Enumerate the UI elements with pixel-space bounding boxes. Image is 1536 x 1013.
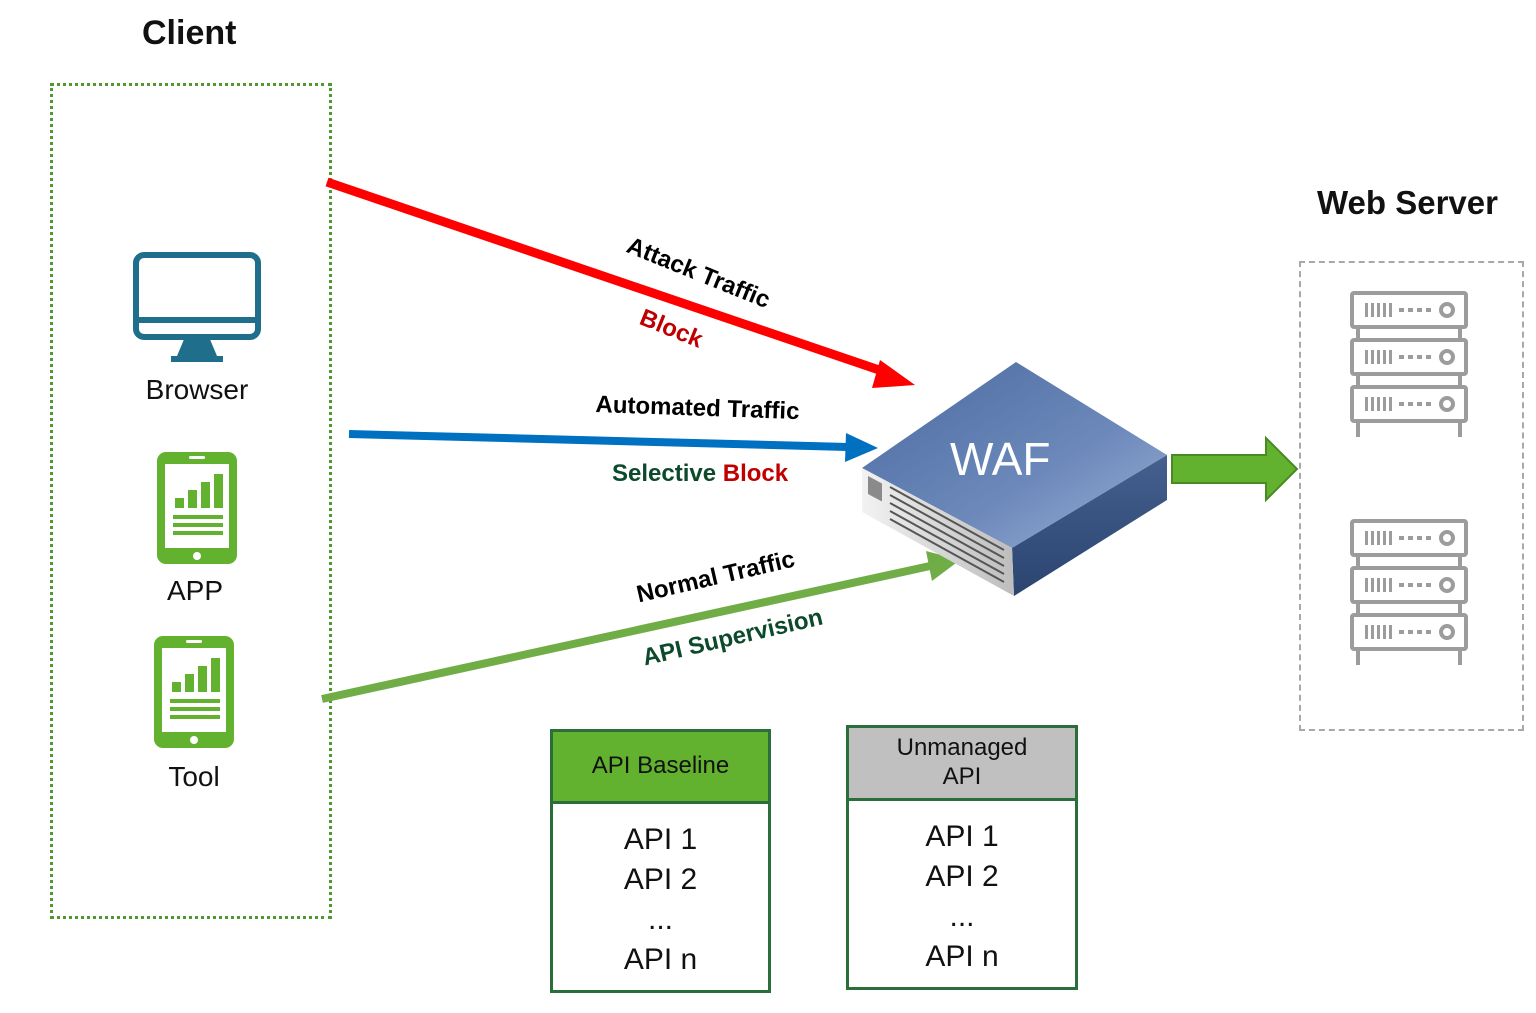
unmanaged-header-line2: API xyxy=(942,763,982,790)
unmanaged-api-table: Unmanaged API API 1 API 2 ... API n xyxy=(846,725,1078,990)
list-item: ... xyxy=(949,900,975,933)
monitor-icon xyxy=(133,252,261,362)
client-group-box xyxy=(50,83,332,919)
forward-arrow xyxy=(1171,435,1299,503)
api-baseline-table: API Baseline API 1 API 2 ... API n xyxy=(550,729,771,993)
selective-text: Selective xyxy=(612,460,723,487)
web-server-group-box xyxy=(1299,261,1524,731)
api-baseline-list: API 1 API 2 ... API n xyxy=(553,804,768,980)
list-item: API 2 xyxy=(623,863,698,896)
normal-traffic-arrow xyxy=(321,551,960,703)
tablet-chart-icon xyxy=(157,452,237,564)
list-item: API n xyxy=(623,943,698,976)
app-label: APP xyxy=(166,575,224,606)
attack-traffic-arrow xyxy=(325,177,915,388)
unmanaged-header-line1: Unmanaged xyxy=(896,734,1028,762)
automated-action-label: Selective Block xyxy=(612,460,788,488)
web-server-title: Web Server xyxy=(1317,184,1498,221)
list-item: ... xyxy=(647,903,673,936)
block-text: Block xyxy=(722,460,789,487)
list-item: API 1 xyxy=(623,823,698,856)
waf-appliance xyxy=(862,362,1167,596)
api-baseline-header: API Baseline xyxy=(553,732,768,804)
client-title: Client xyxy=(142,14,237,52)
server-rack-icon xyxy=(1350,519,1468,665)
list-item: API n xyxy=(925,940,999,973)
tablet-chart-icon xyxy=(154,636,234,748)
automated-traffic-arrow xyxy=(348,430,878,462)
unmanaged-api-header: Unmanaged API xyxy=(849,728,1075,801)
unmanaged-api-list: API 1 API 2 ... API n xyxy=(849,801,1075,977)
tool-label: Tool xyxy=(168,761,220,792)
list-item: API 1 xyxy=(925,820,999,853)
waf-label: WAF xyxy=(950,433,1051,485)
browser-label: Browser xyxy=(145,374,249,405)
server-rack-icon xyxy=(1350,291,1468,437)
list-item: API 2 xyxy=(925,860,999,893)
